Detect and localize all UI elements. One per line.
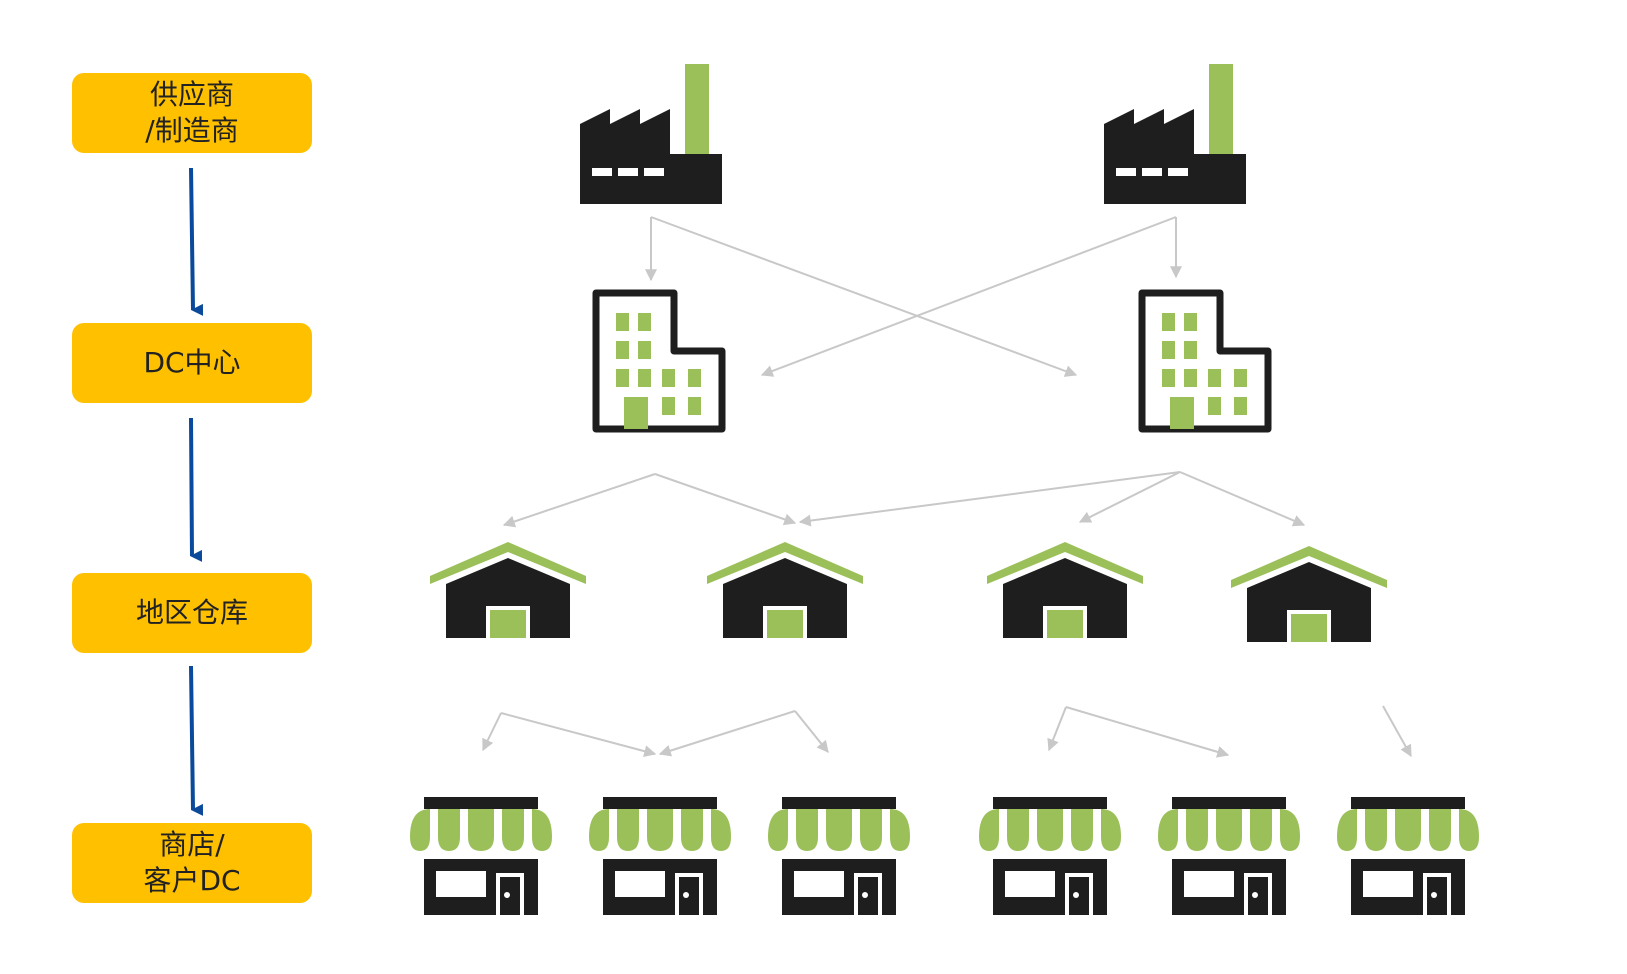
warehouse-icon	[987, 542, 1143, 638]
store-icon	[979, 797, 1121, 915]
factory-icon	[580, 64, 722, 204]
level-label-warehouse: 地区仓库	[72, 573, 312, 653]
warehouse-icon	[1231, 546, 1387, 642]
level-label-line: 客户DC	[143, 864, 241, 897]
connector-arrow	[798, 471, 1181, 527]
connector-arrow	[760, 216, 1177, 377]
connector-arrow	[1065, 706, 1230, 758]
connector-arrow	[1179, 471, 1306, 527]
store-icon	[1337, 797, 1479, 915]
warehouse-icon	[430, 542, 586, 638]
connector-arrow	[502, 473, 656, 528]
level-label-line: 商店/	[159, 828, 225, 861]
connector-arrow	[1047, 706, 1067, 752]
store-icon	[410, 797, 552, 915]
level-label-dc: DC中心	[72, 323, 312, 403]
flow-arrow	[189, 167, 204, 316]
store-icon	[589, 797, 731, 915]
connector-arrow	[650, 216, 1078, 377]
connector-arrow	[1078, 471, 1181, 523]
connector-arrow	[1382, 705, 1412, 758]
connector-arrow	[654, 473, 797, 526]
level-label-line: /制造商	[145, 114, 239, 147]
level-label-line: 地区仓库	[135, 596, 248, 629]
flow-arrow	[189, 665, 204, 816]
office-building-icon	[1142, 293, 1268, 429]
connector-arrow	[482, 712, 502, 752]
factory-icon	[1104, 64, 1246, 204]
warehouse-icon	[707, 542, 863, 638]
store-icon	[768, 797, 910, 915]
connector-arrow	[658, 710, 796, 757]
office-building-icon	[596, 293, 722, 429]
level-label-store: 商店/ 客户DC	[72, 823, 312, 903]
flow-arrow	[189, 417, 203, 562]
level-label-line: DC中心	[143, 346, 241, 379]
level-label-line: 供应商	[149, 78, 234, 111]
store-icon	[1158, 797, 1300, 915]
level-label-supplier: 供应商 /制造商	[72, 73, 312, 153]
connector-arrow	[500, 712, 657, 758]
connector-arrow	[794, 710, 829, 753]
